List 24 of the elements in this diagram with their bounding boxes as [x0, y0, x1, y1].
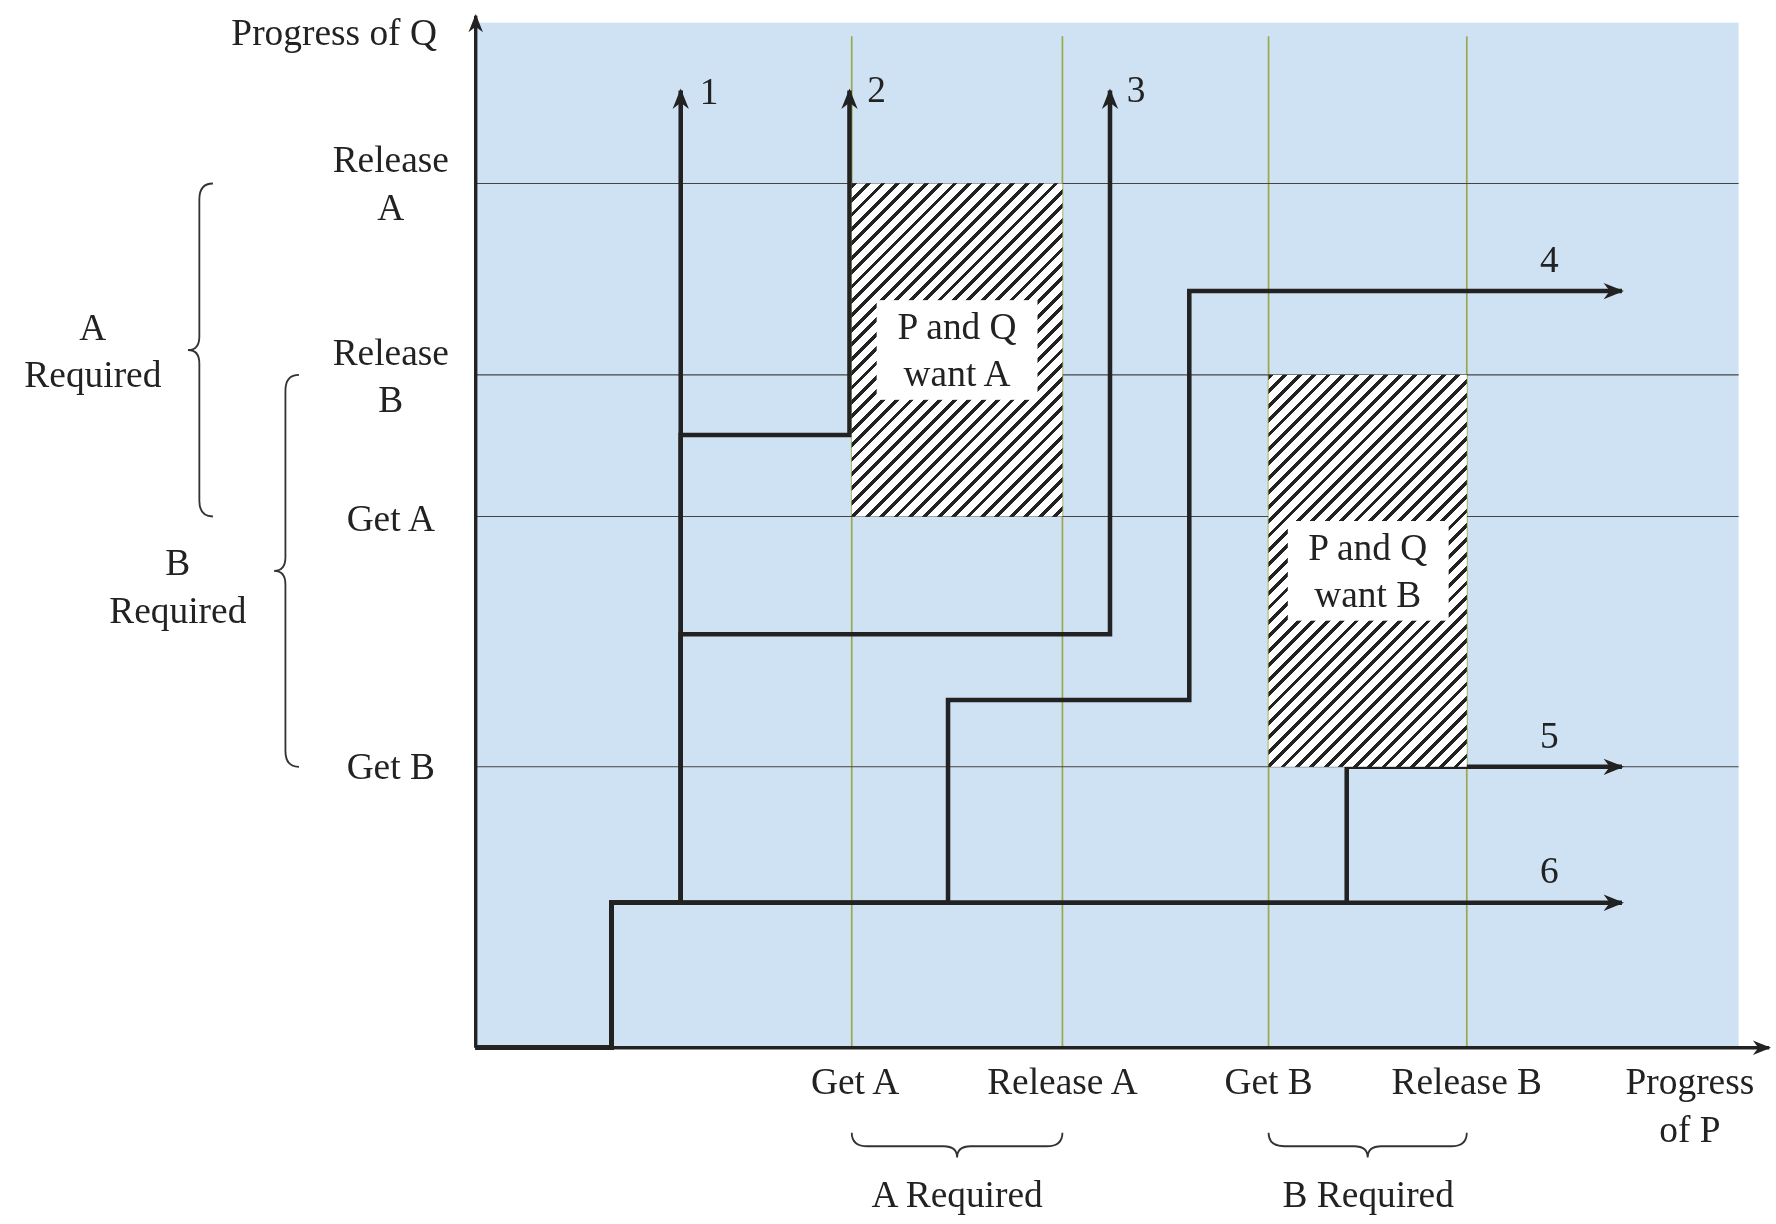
brace-label: A Required: [870, 1173, 1044, 1218]
tick-label: Get B: [345, 745, 436, 790]
region-label: P and Q want B: [1287, 521, 1449, 621]
tick-label: Release B: [1390, 1060, 1544, 1105]
brace-label: B Required: [108, 541, 248, 633]
tick-label: Get B: [1223, 1060, 1314, 1105]
axis-label: Progress of P: [1624, 1060, 1756, 1152]
path-number: 6: [1539, 849, 1560, 894]
path-number: 3: [1125, 68, 1147, 112]
tick-label: Get A: [345, 497, 436, 542]
brace-label: B Required: [1281, 1173, 1455, 1218]
hatched-region: [851, 183, 1063, 517]
axis-label: Progress of Q: [230, 11, 438, 56]
hatched-region: [1268, 374, 1467, 767]
tick-label: Release A: [986, 1060, 1139, 1105]
path-number: 5: [1539, 713, 1560, 758]
path-number: 2: [866, 68, 887, 112]
region-label: P and Q want A: [876, 300, 1038, 400]
tick-label: Release B: [331, 330, 450, 423]
brace-label: A Required: [23, 305, 163, 398]
path-number: 4: [1539, 238, 1560, 282]
tick-label: Release A: [331, 138, 450, 230]
path-number: 1: [698, 70, 720, 115]
tick-label: Get A: [810, 1060, 901, 1105]
